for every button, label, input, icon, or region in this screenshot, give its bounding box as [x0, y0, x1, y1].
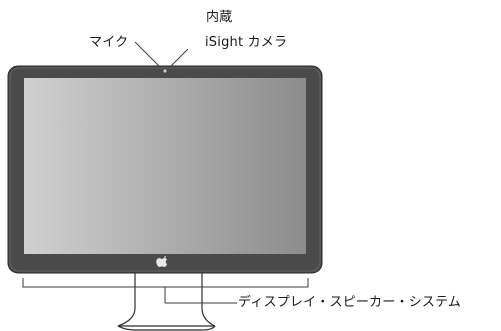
microphone-callout-line [134, 41, 160, 67]
camera-callout-line [170, 48, 189, 67]
isight-camera-icon [162, 68, 168, 74]
isight-camera-label: iSight カメラ [205, 35, 288, 50]
apple-logo-icon [156, 255, 168, 267]
stand [117, 271, 216, 331]
speaker-system-label: ディスプレイ・スピーカー・システム [238, 295, 462, 310]
callout-lines [22, 41, 309, 304]
screen [24, 78, 306, 254]
microphone-label: マイク [89, 35, 129, 50]
built-in-label: 内蔵 [206, 10, 233, 25]
